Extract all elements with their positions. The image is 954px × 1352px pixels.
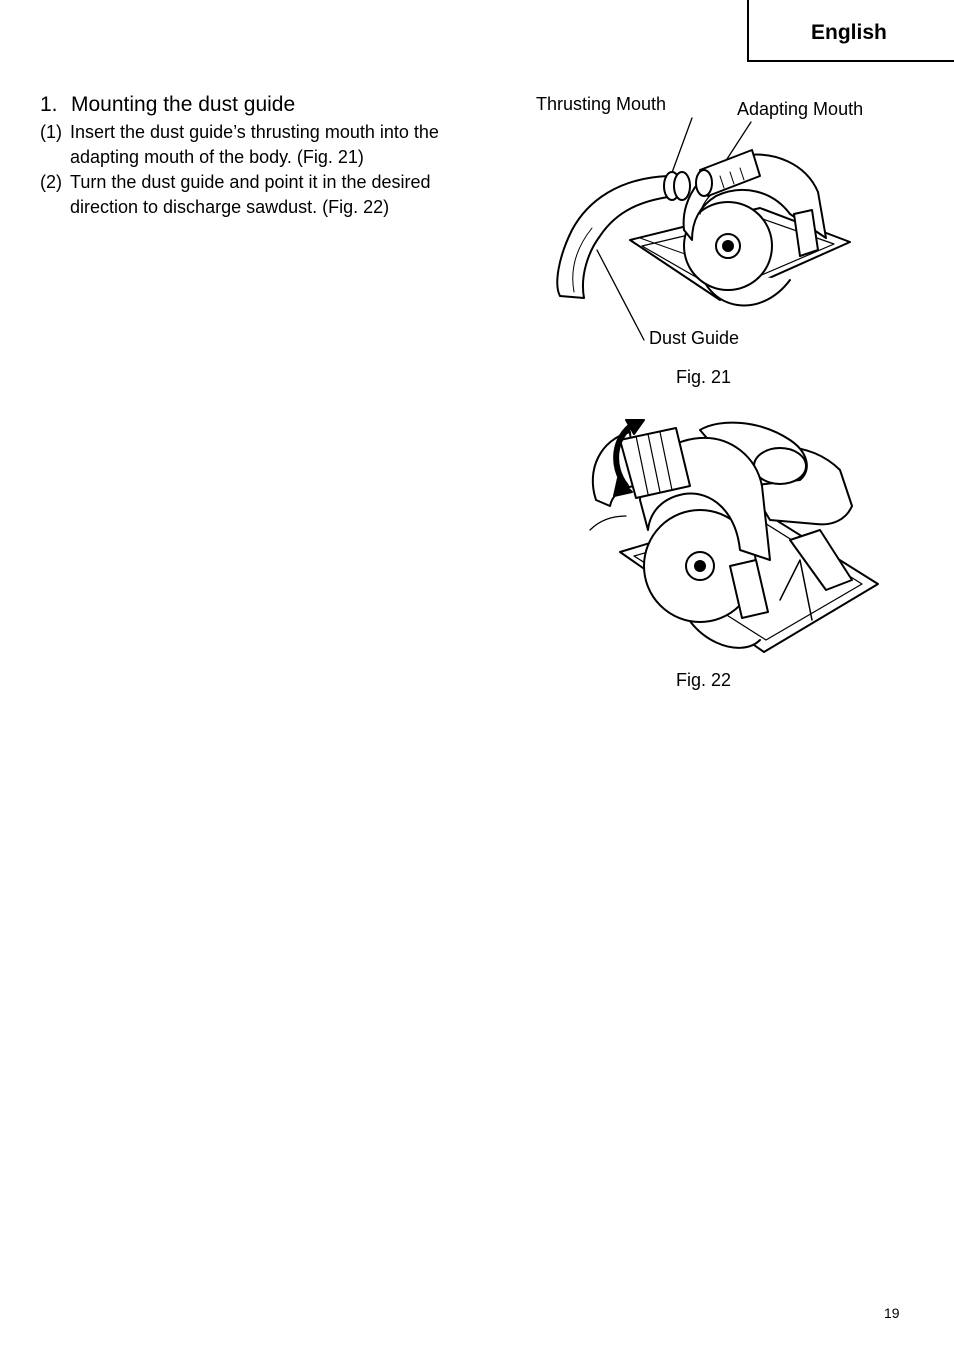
step-1-line-1: Insert the dust guide’s thrusting mouth … <box>70 122 439 142</box>
figure-22-caption: Fig. 22 <box>676 670 732 690</box>
step-2-line-1: Turn the dust guide and point it in the … <box>70 172 431 192</box>
page-number: 19 <box>884 1305 900 1321</box>
figure-21-caption: Fig. 21 <box>676 367 732 387</box>
language-tab: English <box>747 0 954 62</box>
section-title: Mounting the dust guide <box>71 93 296 116</box>
language-label: English <box>811 21 887 44</box>
step-2-line-2: direction to discharge sawdust. (Fig. 22… <box>70 197 390 217</box>
step-1-index: (1) <box>40 122 62 142</box>
step-2: (2) Turn the dust guide and point it in … <box>40 170 520 220</box>
label-thrusting-mouth: Thrusting Mouth <box>536 94 667 114</box>
label-dust-guide: Dust Guide <box>649 328 740 348</box>
step-1: (1) Insert the dust guide’s thrusting mo… <box>40 120 520 170</box>
section-heading: 1. Mounting the dust guide <box>40 93 295 117</box>
step-2-index: (2) <box>40 172 62 192</box>
step-1-line-2: adapting mouth of the body. (Fig. 21) <box>70 147 364 167</box>
label-adapting-mouth: Adapting Mouth <box>737 99 864 119</box>
section-number: 1. <box>40 93 58 116</box>
